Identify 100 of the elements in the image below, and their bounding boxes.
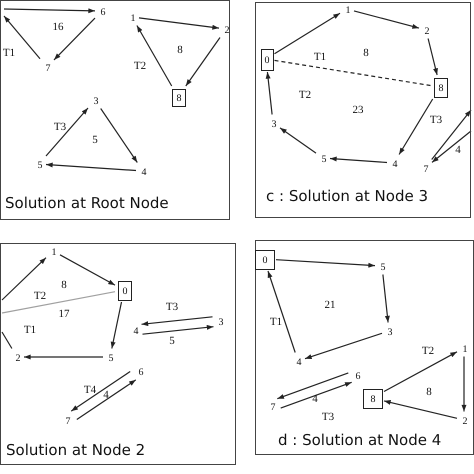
connector-line bbox=[1, 332, 12, 349]
node-number: 2 bbox=[422, 24, 432, 38]
arrow bbox=[266, 72, 273, 115]
arrow bbox=[398, 98, 434, 155]
area-label: T2 bbox=[134, 60, 146, 72]
area-label: T3 bbox=[322, 411, 334, 423]
node-number: 6 bbox=[98, 6, 108, 18]
panel-frame bbox=[255, 240, 474, 455]
node-number: 7 bbox=[421, 162, 431, 176]
arrow bbox=[276, 259, 376, 268]
arrow bbox=[274, 12, 340, 54]
arrow bbox=[138, 17, 220, 30]
boxed-node-number: 8 bbox=[434, 78, 448, 98]
arrow bbox=[277, 372, 348, 400]
area-label: 21 bbox=[324, 299, 336, 311]
area-label: T2 bbox=[34, 290, 46, 302]
node-number: 1 bbox=[49, 246, 59, 258]
arrow bbox=[46, 108, 88, 156]
area-label: T3 bbox=[54, 121, 66, 133]
area-label: 17 bbox=[58, 308, 70, 320]
panel-caption: Solution at Node 2 bbox=[6, 441, 146, 459]
area-label: T3 bbox=[430, 114, 442, 126]
node-number: 5 bbox=[106, 352, 116, 364]
area-label: 5 bbox=[92, 134, 98, 146]
arrow bbox=[462, 356, 466, 412]
arrow bbox=[60, 254, 116, 286]
arrow bbox=[110, 302, 122, 349]
arrow bbox=[4, 8, 96, 14]
boxed-node-number: 8 bbox=[363, 389, 383, 409]
node-number: 4 bbox=[131, 324, 141, 338]
dashed-line bbox=[274, 60, 432, 86]
panel-frame bbox=[0, 0, 230, 220]
panel-caption: d : Solution at Node 4 bbox=[278, 431, 442, 449]
arrow bbox=[304, 332, 382, 360]
panel-frame bbox=[255, 2, 471, 218]
area-label: 23 bbox=[352, 104, 364, 116]
node-number: 7 bbox=[268, 400, 278, 414]
arrow bbox=[280, 382, 352, 409]
arrow bbox=[267, 270, 296, 353]
boxed-node-number: 0 bbox=[255, 250, 275, 270]
area-label: 8 bbox=[177, 44, 183, 56]
boxed-node-number: 0 bbox=[118, 281, 132, 301]
connector-line bbox=[2, 291, 116, 314]
arrow bbox=[384, 351, 458, 392]
arrow bbox=[24, 354, 103, 360]
arrow bbox=[185, 37, 220, 86]
node-number: 3 bbox=[216, 316, 226, 328]
arrow bbox=[141, 316, 213, 326]
arrow bbox=[4, 16, 40, 60]
arrow bbox=[76, 379, 136, 420]
node-number: 7 bbox=[43, 62, 53, 74]
area-label: T2 bbox=[298, 89, 312, 101]
node-number: 3 bbox=[385, 326, 395, 338]
arrow bbox=[354, 10, 420, 29]
node-number: 4 bbox=[139, 166, 149, 178]
area-label: 16 bbox=[52, 21, 64, 33]
node-number: 4 bbox=[390, 158, 400, 170]
area-label: 4 bbox=[455, 144, 461, 156]
area-label: T3 bbox=[166, 301, 178, 313]
arrow bbox=[280, 127, 316, 154]
arrow bbox=[46, 162, 136, 172]
panel-caption: c : Solution at Node 3 bbox=[266, 187, 428, 205]
area-label: 4 bbox=[103, 389, 109, 401]
area-label: T2 bbox=[422, 345, 434, 357]
arrow bbox=[432, 130, 472, 163]
node-number: 5 bbox=[378, 260, 388, 274]
arrow bbox=[54, 18, 96, 60]
node-number: 2 bbox=[13, 352, 23, 364]
boxed-node-number: 0 bbox=[260, 49, 274, 71]
node-number: 7 bbox=[63, 414, 73, 428]
node-number: 6 bbox=[353, 370, 363, 382]
arrow bbox=[382, 274, 390, 323]
arrow bbox=[428, 38, 438, 76]
area-label: 4 bbox=[312, 393, 318, 405]
node-number: 5 bbox=[319, 152, 329, 166]
node-number: 2 bbox=[222, 24, 232, 36]
node-number: 2 bbox=[460, 414, 470, 428]
arrow bbox=[330, 156, 388, 164]
panel-frame bbox=[0, 243, 236, 465]
arrow bbox=[142, 324, 214, 335]
arrow bbox=[136, 25, 172, 86]
node-number: 4 bbox=[294, 356, 304, 368]
boxed-node-number: 8 bbox=[172, 89, 186, 107]
arrow bbox=[100, 108, 138, 163]
area-label: T1 bbox=[2, 47, 16, 59]
arrow bbox=[431, 110, 472, 160]
area-label: 5 bbox=[169, 335, 175, 347]
area-label: 8 bbox=[426, 386, 432, 398]
area-label: T4 bbox=[84, 384, 96, 396]
arrow bbox=[2, 257, 46, 300]
area-label: T1 bbox=[314, 51, 326, 63]
node-number: 5 bbox=[35, 158, 45, 172]
node-number: 1 bbox=[460, 342, 470, 356]
node-number: 1 bbox=[343, 4, 353, 16]
arrow bbox=[384, 400, 458, 419]
area-label: T1 bbox=[24, 324, 36, 336]
node-number: 3 bbox=[269, 118, 279, 130]
node-number: 6 bbox=[136, 366, 146, 378]
arrow bbox=[70, 371, 131, 412]
area-label: 8 bbox=[61, 279, 67, 291]
